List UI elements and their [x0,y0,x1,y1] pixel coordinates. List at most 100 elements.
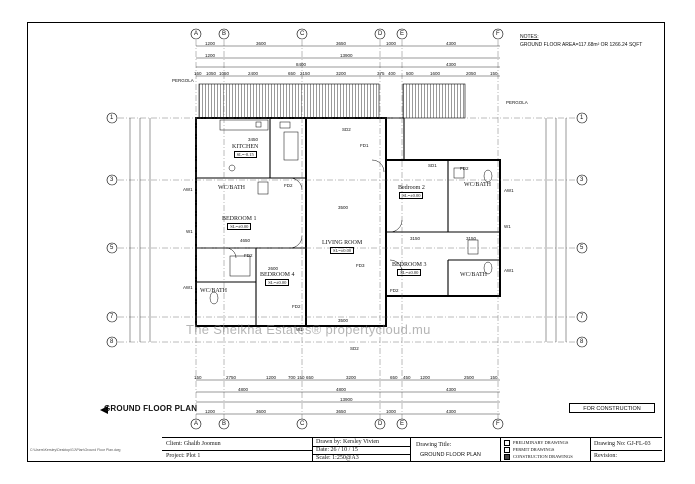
room-wc-bath-1: WC/BATH [218,185,245,191]
door-tag: FD2 [284,183,293,188]
drawing-title-value: GROUND FLOOR PLAN [420,452,481,458]
revision-label: Revision: [594,453,618,459]
check-preliminary: PRELIMINARY DRAWINGS [504,440,568,446]
dim-text: 3200 [336,71,347,76]
grid-label: B [222,31,227,37]
door-tag: FD1 [360,143,369,148]
dim-text: 450 [403,375,411,380]
client-value: Ghalib Joomun [183,441,221,447]
dim-text: 500 [406,71,414,76]
room-level: SL=±0.00 [265,279,290,286]
dim-text: 650 [390,375,398,380]
project-value: Plot 1 [186,453,201,459]
dim-text: 1050 [206,71,217,76]
room-dim: 3150 [466,236,477,241]
drawing-no-value: GJ-FL-03 [627,441,651,447]
room-wc-bath-2: WC/BATH [200,288,227,294]
room-wc-bath-3: WC/BATH [464,182,491,188]
dim-text: 1600 [430,71,441,76]
dimension-lines [129,45,567,415]
dim-text: 1000 [386,41,397,46]
room-name: WC/BATH [218,185,245,191]
bath-fixtures [209,167,493,305]
room-level: SL=±0.00 [330,247,355,254]
dim-text: 3650 [336,41,347,46]
dim-text: 150 [297,375,305,380]
dim-text: 2400 [248,71,259,76]
drawing-title: GROUND FLOOR PLAN [104,404,198,413]
room-level: SL=±0.00 [227,223,252,230]
drawing-no-label: Drawing No: [594,441,626,447]
grid-label: F [496,421,500,427]
room-name: BEDROOM 3 [392,262,427,268]
room-level: SL=±0.00 [397,269,422,276]
date-value: 26 / 10 / 15 [330,447,358,453]
door-tag: SD1 [428,163,437,168]
project-label: Project: [166,453,185,459]
grid-label: B [222,421,227,427]
window-tag: AW1 [504,188,514,193]
window-tag: W1 [296,327,303,332]
window-tag: AW1 [183,285,193,290]
dim-text: 3600 [256,409,267,414]
window-tag: AW1 [504,268,514,273]
dim-text: 13900 [340,53,353,58]
dim-text: 8400 [296,62,307,67]
door-tag: SD2 [350,346,359,351]
revision-row: Revision: [594,453,617,459]
room-name: KITCHEN [232,144,259,150]
dim-text: 4800 [238,387,249,392]
watermark: The Sheikha Estates® propertycloud.mu [186,322,431,337]
room-dim: 3450 [248,137,259,142]
dim-text: 3200 [346,375,357,380]
dim-text: 150 [490,375,498,380]
dim-text: 1200 [420,375,431,380]
grid-label: 7 [580,314,584,320]
notes-block: NOTES: GROUND FLOOR AREA=117.68m² OR 126… [520,34,642,49]
dim-text: 375 [377,71,385,76]
dim-text: 650 [306,375,314,380]
client-row: Client: Ghalib Joomun [166,441,221,447]
grid-label: A [194,31,199,37]
dim-text: 4300 [446,409,457,414]
drawn-value: Kersley Vivien [343,439,380,445]
room-bedroom-1: BEDROOM 1 SL=±0.00 [222,216,257,230]
window-tag: AW1 [183,187,193,192]
grid-label: 3 [110,177,114,183]
dim-text: 2750 [226,375,237,380]
dim-text: 700 [288,375,296,380]
scale-row: Scale: 1:250@A3 [316,455,359,461]
window-tag: W1 [504,224,511,229]
dim-text: 3650 [336,409,347,414]
door-tag: FD2 [390,288,399,293]
grid-label: C [300,31,305,37]
room-name: WC/BATH [460,272,487,278]
dim-text: 4300 [446,62,457,67]
room-kitchen: KITCHEN SL=-0.15 [232,144,258,158]
checkbox-icon [504,447,510,453]
dim-text: 4300 [446,41,457,46]
room-dim: 3500 [338,205,349,210]
kitchen-fixtures [219,119,299,172]
room-dim: 3150 [410,236,421,241]
grid-label: D [378,31,383,37]
scale-label: Scale: [316,455,331,461]
pergola-hatch-right [402,83,466,119]
grid-label: 3 [580,177,584,183]
room-level: SL=-0.15 [233,151,257,158]
title-block: Client: Ghalib Joomun Project: Plot 1 Dr… [162,437,662,462]
door-tag: SD2 [342,127,351,132]
room-name: WC/BATH [200,288,227,294]
dim-text: 4800 [336,387,347,392]
north-arrow-icon [100,406,108,414]
drawing-sheet [27,22,665,462]
status-box: FOR CONSTRUCTION [569,403,655,413]
dim-text: 1200 [205,41,216,46]
grid-label: 1 [580,115,584,121]
notes-area: GROUND FLOOR AREA=117.68m² OR 1266.24 SQ… [520,41,643,48]
project-row: Project: Plot 1 [166,453,200,459]
client-label: Client: [166,441,183,447]
grid-bubbles [106,28,588,430]
grid-label: 7 [110,314,114,320]
